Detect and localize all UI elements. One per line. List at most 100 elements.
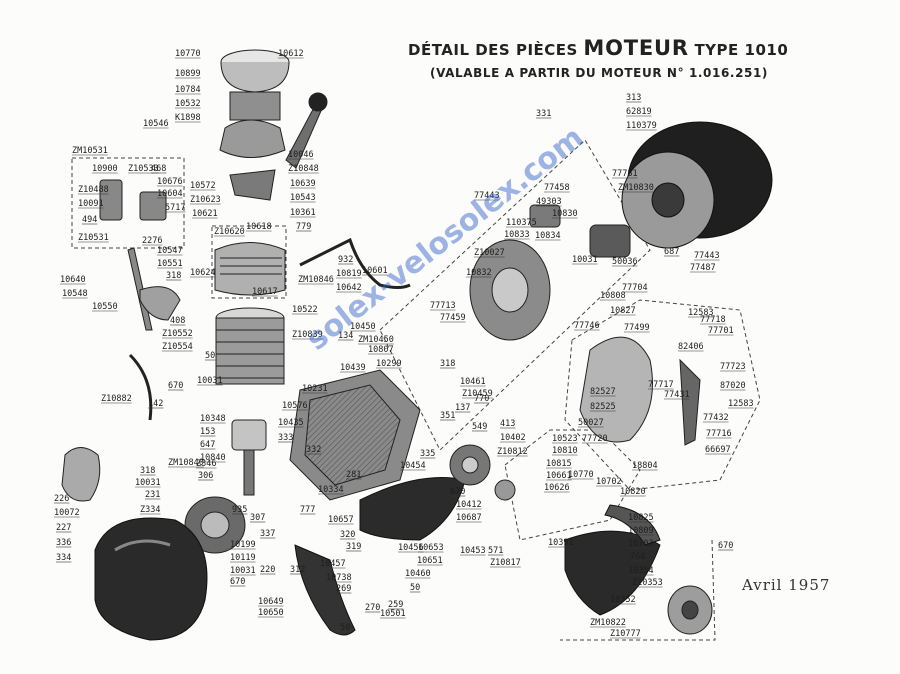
part-number-label: 335: [420, 449, 435, 459]
part-number-label: 10046: [288, 150, 314, 160]
crankcase: [289, 369, 421, 501]
part-number-label: Z10533: [128, 164, 159, 174]
part-number-label: 10031: [230, 566, 256, 576]
part-number-label: Z10882: [101, 394, 132, 404]
part-number-label: 10412: [456, 500, 482, 510]
part-number-label: 10639: [290, 179, 316, 189]
part-number-label: 10830: [552, 209, 578, 219]
tank-cap: [61, 447, 101, 502]
part-number-label: 10031: [135, 478, 161, 488]
part-number-label: 50: [205, 351, 215, 361]
page-title: DÉTAIL DES PIÈCES MOTEUR TYPE 1010: [408, 36, 788, 60]
part-number-label: 82525: [590, 402, 616, 412]
part-number-label: 77718: [700, 315, 726, 325]
part-number-label: 77717: [648, 380, 674, 390]
part-number-label: 10815: [546, 459, 572, 469]
part-number-label: 77713: [430, 301, 456, 311]
part-number-label: 10352: [610, 595, 636, 605]
part-number-label: 18804: [632, 461, 658, 471]
part-number-label: 110375: [506, 218, 537, 228]
part-number-label: 494: [82, 215, 97, 225]
outline-spark-group: [211, 225, 287, 299]
part-number-label: 77431: [664, 390, 690, 400]
part-number-label: Z10531: [78, 233, 109, 243]
part-number-label: ZM10830: [618, 183, 654, 193]
part-number-label: 670: [450, 487, 465, 497]
part-number-label: 10501: [380, 609, 406, 619]
part-number-label: 10604: [157, 189, 183, 199]
part-number-label: 227: [56, 523, 71, 533]
part-number-label: 10348: [200, 414, 226, 424]
part-number-label: 10784: [175, 85, 201, 95]
engine-cover: [294, 477, 466, 636]
part-number-label: 10808: [600, 291, 626, 301]
part-number-label: 77704: [622, 283, 648, 293]
part-number-label: 10810: [552, 446, 578, 456]
part-number-label: 332: [306, 445, 321, 455]
fuel-lever-parts: [99, 179, 181, 331]
part-number-label: Z10817: [490, 558, 521, 568]
part-number-label: ZM10531: [72, 146, 108, 156]
part-number-label: 77720: [582, 434, 608, 444]
part-number-label: 10601: [362, 266, 388, 276]
part-number-label: 10361: [290, 208, 316, 218]
part-number-label: 12583: [728, 399, 754, 409]
part-number-label: 137: [455, 403, 470, 413]
crankshaft: [184, 496, 246, 554]
part-number-label: 351: [440, 411, 455, 421]
part-number-label: 306: [198, 471, 213, 481]
part-number-label: 10640: [60, 275, 86, 285]
part-number-label: ZM10450: [358, 335, 394, 345]
part-number-label: 10621: [192, 209, 218, 219]
part-number-label: 10832: [466, 268, 492, 278]
part-number-label: 10461: [460, 377, 486, 387]
air-filter: [219, 49, 290, 158]
part-number-label: 777: [300, 505, 315, 515]
part-number-label: 687: [664, 247, 679, 257]
part-number-label: 12583: [688, 308, 714, 318]
title-main: MOTEUR: [583, 36, 689, 60]
part-number-label: 10651: [417, 556, 443, 566]
part-number-label: 10457: [320, 559, 346, 569]
part-number-label: 10702: [596, 477, 622, 487]
part-number-label: 10439: [340, 363, 366, 373]
outline-lever-group: [71, 157, 185, 249]
part-number-label: 468: [151, 164, 166, 174]
part-number-label: 153: [200, 427, 215, 437]
page-subtitle: (VALABLE A PARTIR DU MOTEUR N° 1.016.251…: [430, 66, 768, 80]
part-number-label: 134: [338, 331, 353, 341]
part-number-label: 10770: [175, 49, 201, 59]
part-number-label: 670: [230, 577, 245, 587]
part-number-label: 259: [388, 600, 403, 610]
part-number-label: 10402: [500, 433, 526, 443]
part-number-label: 77487: [690, 263, 716, 273]
part-number-label: 10834: [535, 231, 561, 241]
part-number-label: 10031: [572, 255, 598, 265]
part-number-label: 10522: [292, 305, 318, 315]
part-number-label: 10454: [400, 461, 426, 471]
part-number-label: 270: [365, 603, 380, 613]
cylinder-head: [214, 242, 286, 296]
part-number-label: 10809: [628, 526, 654, 536]
part-number-label: 10676: [157, 177, 183, 187]
flywheel-cover: [621, 121, 773, 249]
part-number-label: 10072: [54, 508, 80, 518]
part-number-label: 10770: [568, 470, 594, 480]
part-number-label: 62819: [626, 107, 652, 117]
part-number-label: 10576: [282, 401, 308, 411]
part-number-label: 10550: [92, 302, 118, 312]
fuel-tank: [94, 517, 208, 641]
part-number-label: 10827: [610, 306, 636, 316]
part-number-label: 10703: [628, 539, 654, 549]
part-number-label: Z10353: [632, 578, 663, 588]
part-number-label: 110379: [626, 121, 657, 131]
part-number-label: 10820: [620, 487, 646, 497]
piston: [231, 419, 267, 496]
part-number-label: Z334: [140, 505, 160, 515]
part-number-label: 10825: [628, 513, 654, 523]
part-number-label: 670: [168, 381, 183, 391]
part-number-label: 10435: [278, 418, 304, 428]
part-number-label: 10657: [328, 515, 354, 525]
part-number-label: 10687: [456, 513, 482, 523]
